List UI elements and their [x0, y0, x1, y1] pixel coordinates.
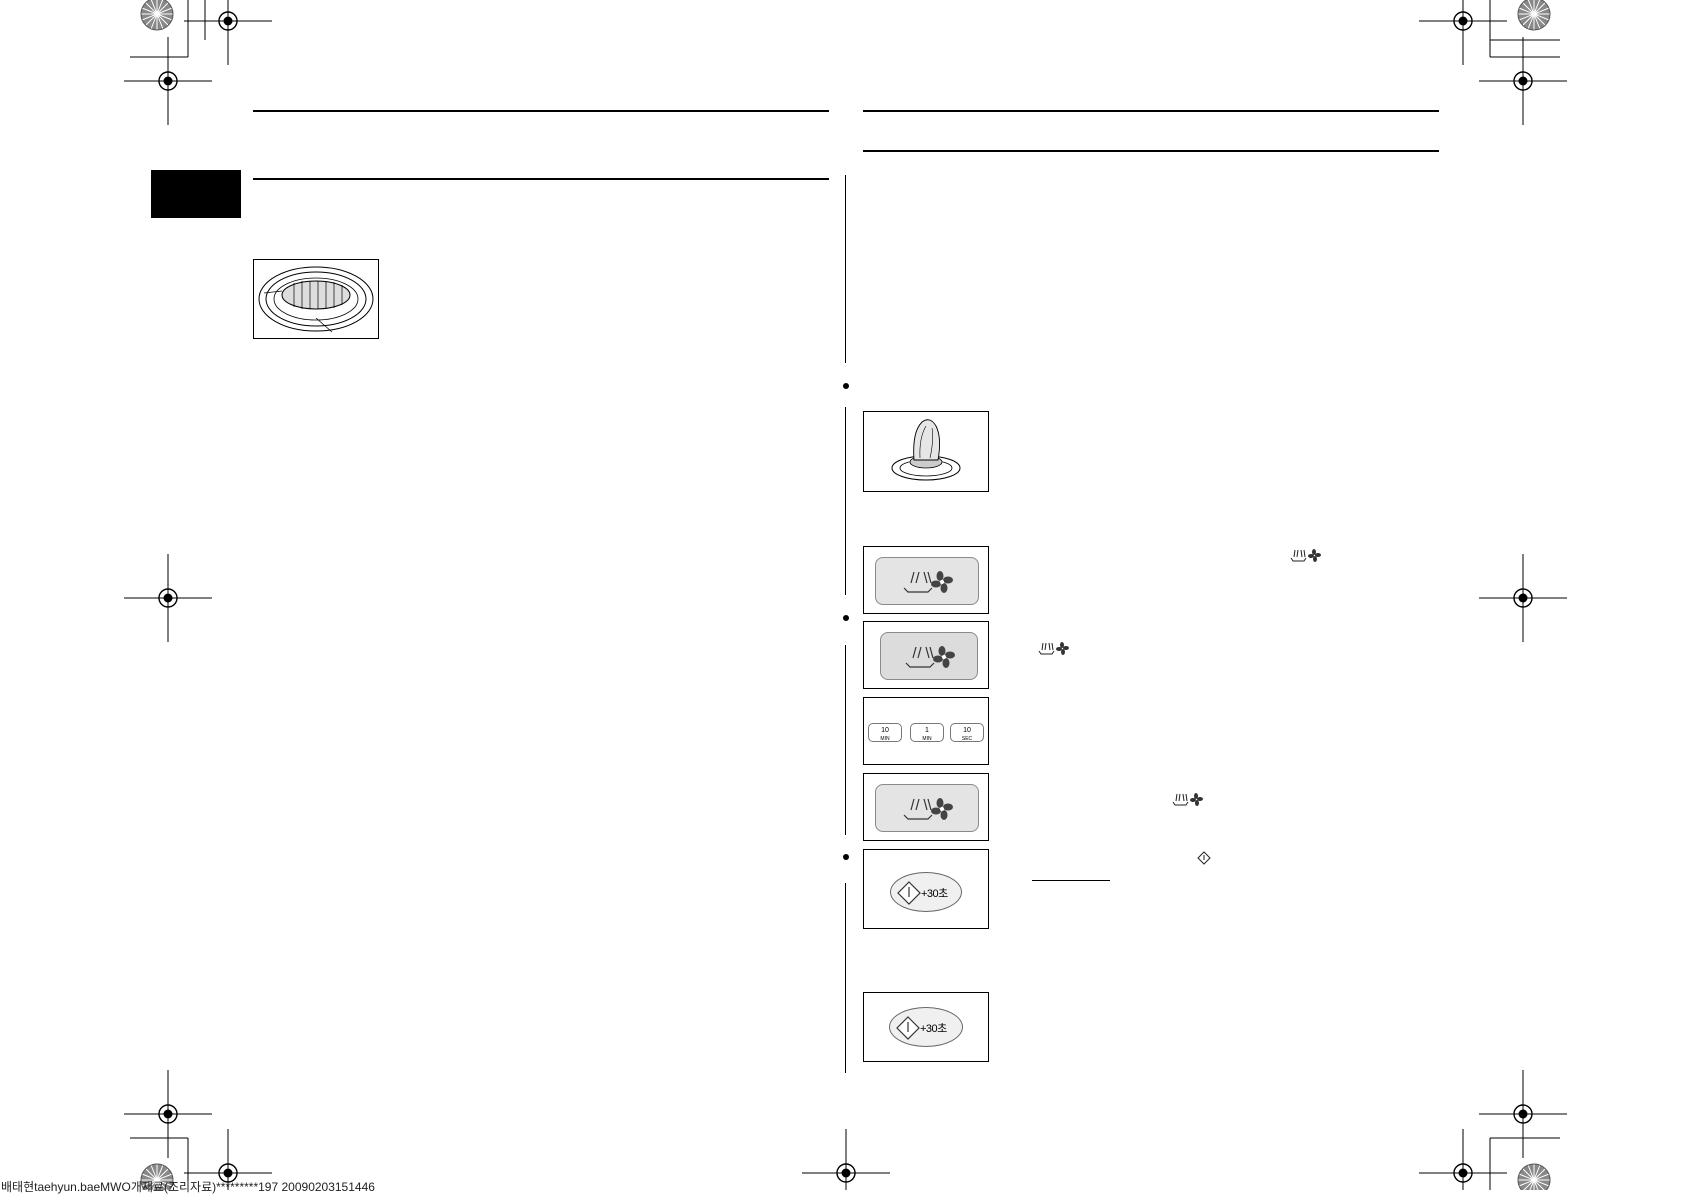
convection-button[interactable]	[875, 784, 979, 832]
convection-button[interactable]	[880, 632, 978, 680]
one-min-key[interactable]: 1 MIN	[910, 723, 944, 742]
key-value: 10	[963, 727, 971, 734]
section-tab	[151, 170, 241, 218]
convection-icon	[1290, 549, 1321, 562]
underline-rule	[1032, 880, 1110, 881]
key-value: 1	[925, 727, 929, 734]
key-value: 10	[881, 727, 889, 734]
right-header-rule-secondary	[863, 150, 1439, 152]
start-button[interactable]: +30초	[890, 872, 962, 912]
start-key-figure-2: +30초	[863, 992, 989, 1062]
bullet-dot	[843, 854, 849, 860]
convection-icon	[1038, 642, 1069, 655]
column-divider	[845, 175, 846, 363]
print-slug: 배태현taehyun.baeMWO개재료(조리자료)*********197 2…	[1, 1180, 375, 1194]
convection-icon	[903, 798, 953, 820]
bullet-dot	[843, 615, 849, 621]
cake-on-rack-figure	[863, 411, 989, 492]
left-section-rule	[253, 178, 829, 180]
right-header-rule	[863, 110, 1439, 112]
start-button-label: +30초	[920, 1023, 947, 1035]
column-divider	[845, 883, 846, 1073]
key-unit: MIN	[922, 736, 932, 742]
start-diamond-icon	[896, 1016, 920, 1040]
roast-on-rack-illustration	[258, 266, 374, 333]
start-diamond-icon	[1197, 851, 1211, 865]
key-unit: SEC	[961, 736, 973, 742]
convection-icon	[903, 571, 953, 593]
start-key-figure-1: +30초	[863, 849, 989, 929]
convection-icon	[905, 646, 955, 668]
convection-icon	[1172, 793, 1203, 806]
bullet-dot	[843, 383, 849, 389]
convection-button[interactable]	[875, 557, 979, 605]
ten-sec-key[interactable]: 10 SEC	[950, 723, 984, 742]
start-button-label: +30초	[921, 888, 948, 900]
time-keys-figure: 10 MIN 1 MIN 10 SEC	[863, 697, 989, 765]
roast-on-rack-figure	[253, 259, 379, 339]
start-diamond-icon	[897, 881, 921, 905]
column-divider	[845, 645, 846, 835]
left-header-rule	[253, 110, 829, 112]
convection-key-figure-2	[863, 621, 989, 689]
convection-key-figure-3	[863, 773, 989, 841]
key-unit: MIN	[880, 736, 890, 742]
convection-key-figure-1	[863, 546, 989, 614]
ten-min-key[interactable]: 10 MIN	[868, 723, 902, 742]
column-divider	[845, 407, 846, 595]
cake-on-rack-illustration	[891, 419, 961, 481]
start-button[interactable]: +30초	[889, 1007, 963, 1047]
